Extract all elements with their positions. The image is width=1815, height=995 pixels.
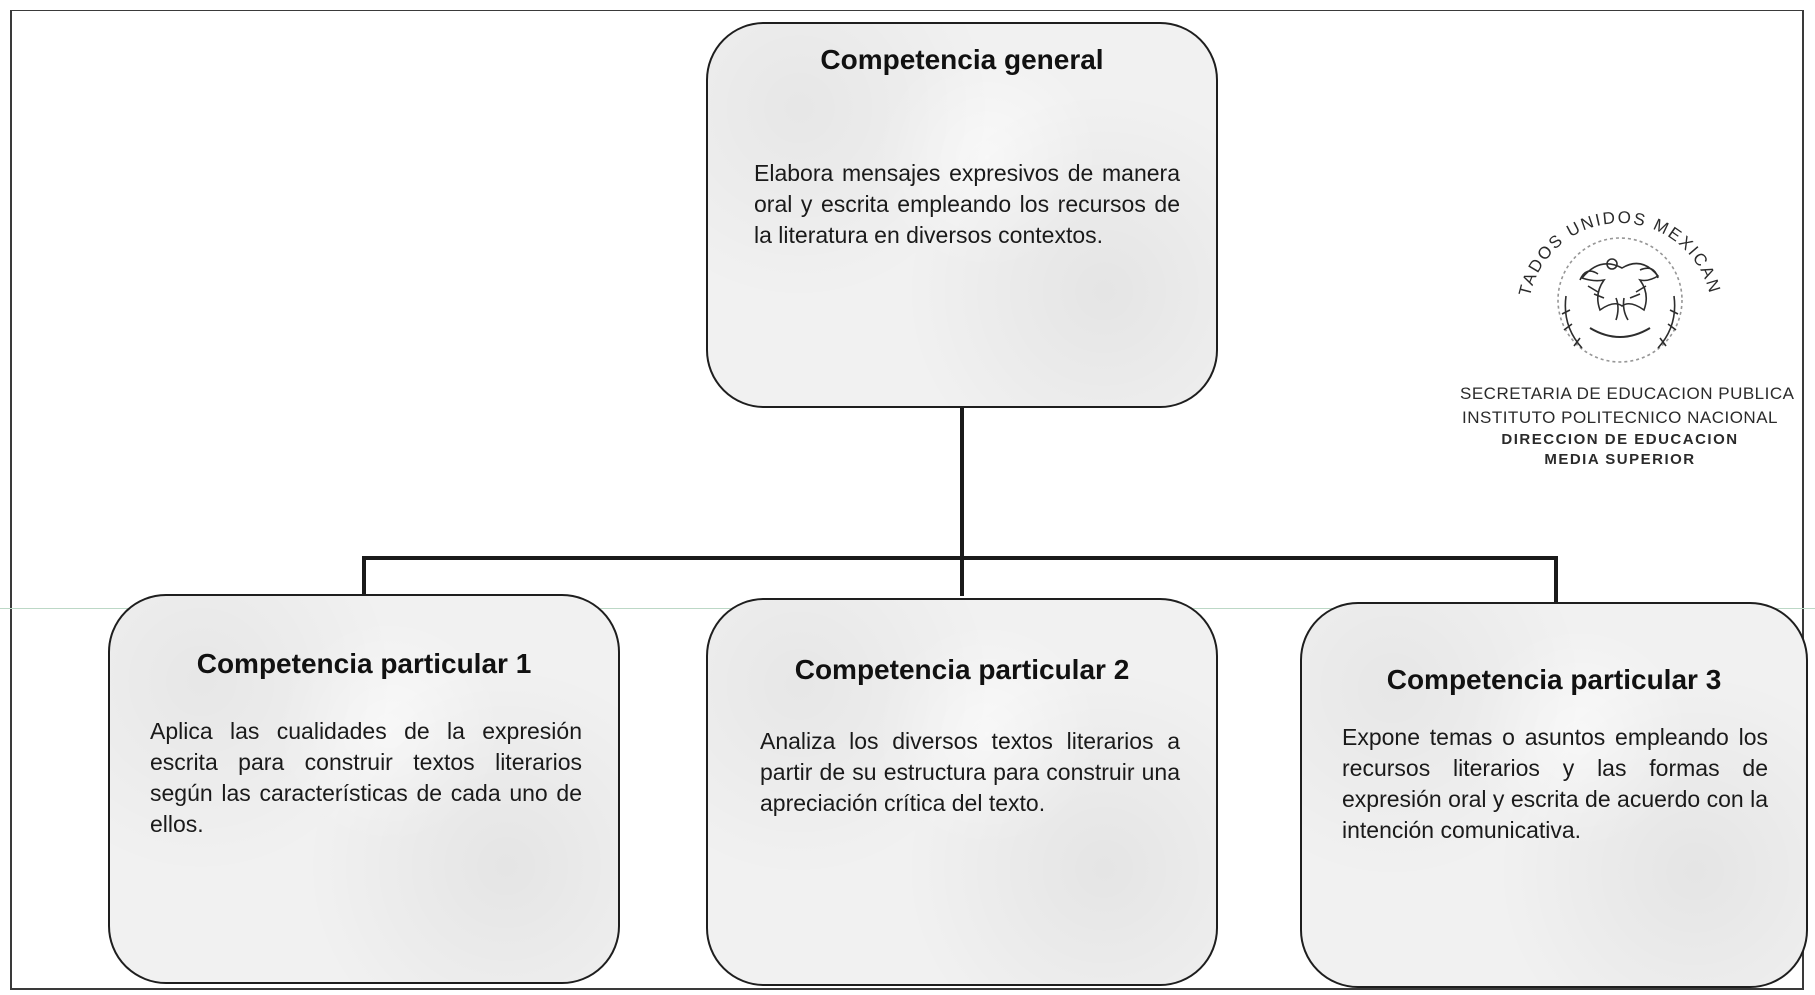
seal-caption-line-1: SECRETARIA DE EDUCACION PUBLICA [1460,384,1795,403]
general-competency-box: Competencia general Elabora mensajes exp… [706,22,1218,408]
page-frame [10,10,1804,990]
particular-competency-3-text: Expone temas o asuntos empleando los rec… [1342,724,1768,843]
particular-competency-3-box: Competencia particular 3 Expone temas o … [1300,602,1808,988]
particular-competency-2-box: Competencia particular 2 Analiza los div… [706,598,1218,986]
national-seal-icon: ESTADOS UNIDOS MEXICANOS [1462,163,1722,363]
general-competency-title: Competencia general [820,44,1104,75]
seal-caption-line-4: MEDIA SUPERIOR [1544,451,1696,468]
particular-competency-1-text: Aplica las cualidades de la expresión es… [150,718,582,837]
seal-caption-line-2: INSTITUTO POLITECNICO NACIONAL [1461,408,1778,427]
particular-competency-1-title: Competencia particular 1 [196,648,532,679]
particular-competency-2-text: Analiza los diversos textos literarios a… [760,728,1180,816]
particular-competency-1-box: Competencia particular 1 Aplica las cual… [108,594,620,984]
general-competency-text: Elabora mensajes expresivos de manera or… [754,160,1180,248]
official-seal: ESTADOS UNIDOS MEXICANOS [1462,163,1770,383]
seal-caption: SECRETARIA DE EDUCACION PUBLICA INSTITUT… [1460,382,1795,470]
particular-competency-2-title: Competencia particular 2 [794,654,1130,685]
particular-competency-3-title: Competencia particular 3 [1386,664,1722,695]
seal-caption-line-3: DIRECCION DE EDUCACION [1501,431,1739,448]
